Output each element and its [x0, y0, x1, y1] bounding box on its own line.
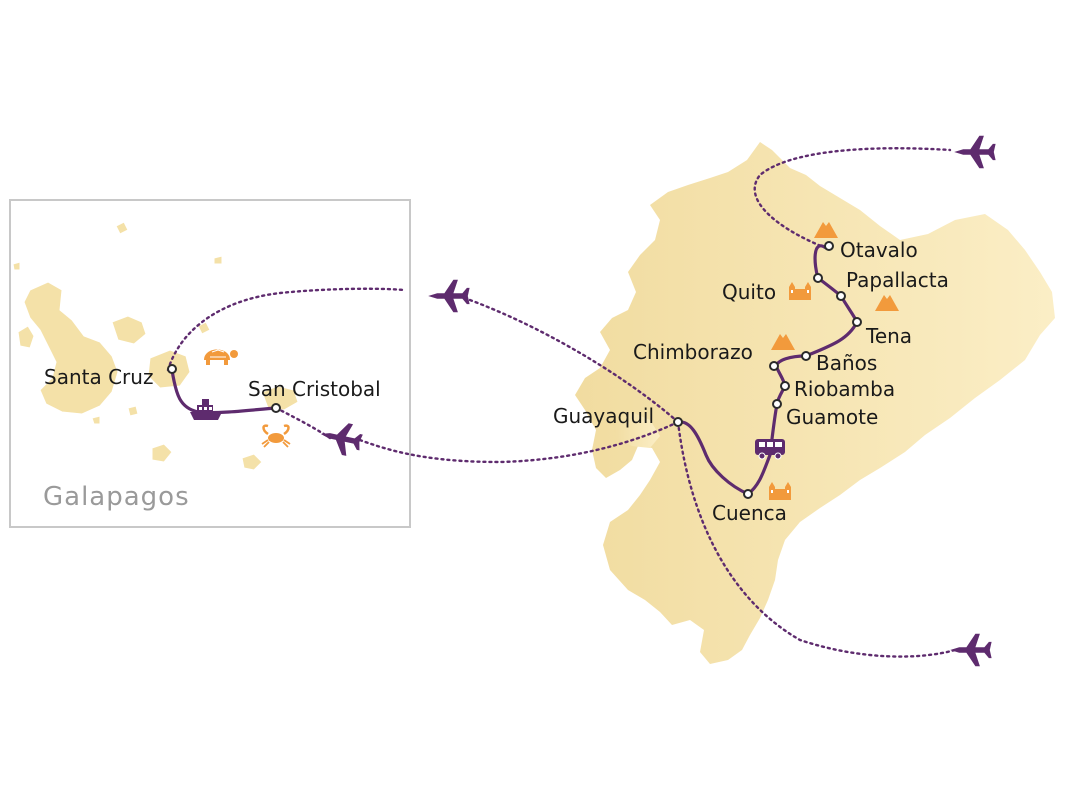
plane-icon: [950, 633, 992, 667]
stop-tena[interactable]: [852, 317, 862, 327]
stop-otavalo[interactable]: [824, 241, 834, 251]
label-santa-cruz: Santa Cruz: [44, 365, 153, 389]
crab-icon: [261, 424, 291, 448]
bus-icon: [755, 439, 785, 460]
label-papallacta: Papallacta: [846, 268, 949, 292]
inset-title: Galapagos: [43, 482, 190, 512]
ecuador-mainland: [575, 142, 1055, 664]
puna-island: [612, 412, 660, 448]
flight-routes: [166, 147, 957, 658]
label-otavalo: Otavalo: [840, 238, 918, 262]
label-tena: Tena: [865, 324, 912, 348]
stop-guamote[interactable]: [772, 399, 782, 409]
stop-banos[interactable]: [801, 351, 811, 361]
stop-quito[interactable]: [813, 273, 823, 283]
boat-icon: [190, 399, 222, 420]
stop-guayaquil[interactable]: [673, 417, 683, 427]
map-icons: [190, 135, 996, 667]
stop-santa-cruz[interactable]: [167, 364, 177, 374]
plane-icon: [428, 279, 470, 313]
stop-riobamba[interactable]: [780, 381, 790, 391]
label-guamote: Guamote: [786, 405, 878, 429]
route-stops: [167, 241, 862, 499]
label-cuenca: Cuenca: [712, 501, 787, 525]
stop-san-cristobal[interactable]: [271, 403, 281, 413]
stop-chimborazo[interactable]: [769, 361, 779, 371]
plane-icon: [954, 135, 996, 169]
label-guayaquil: Guayaquil: [553, 404, 654, 428]
label-san-cristobal: San Cristobal: [248, 377, 381, 401]
stop-papallacta[interactable]: [836, 291, 846, 301]
city-labels: Otavalo Quito Papallacta Tena Chimborazo…: [44, 238, 949, 525]
label-quito: Quito: [722, 280, 776, 304]
label-banos: Baños: [816, 351, 877, 375]
label-chimborazo: Chimborazo: [633, 340, 753, 364]
label-riobamba: Riobamba: [794, 377, 895, 401]
tortoise-icon: [204, 349, 238, 365]
stop-cuenca[interactable]: [743, 489, 753, 499]
